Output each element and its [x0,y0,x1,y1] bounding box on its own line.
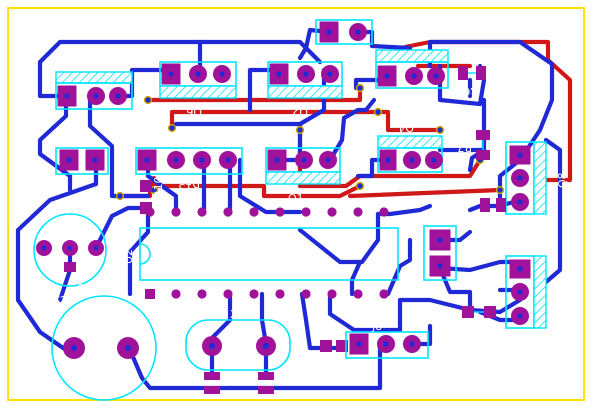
c5-label: C5 [53,293,68,306]
c3-c5-capacitor[interactable]: C3 C5 [33,213,107,306]
u2-pin [327,289,337,299]
jp1-label: JP1 [410,245,423,263]
u2-pin [223,207,233,217]
u2-pin [275,289,285,299]
u2-pin [223,289,233,299]
x1-crystal[interactable]: X1 [185,308,291,371]
u2-pin [301,207,311,217]
r12-resistor[interactable]: R12 [460,198,506,224]
u2-pin [145,207,155,217]
r10-label: R10 [152,176,165,198]
u2-pin [171,289,181,299]
u2-pin [197,289,207,299]
q1-label: Q1 [288,192,304,205]
r14-header[interactable]: 14 [315,19,373,63]
u2-pin [249,207,259,217]
c3-label: C3 [77,281,92,294]
plus-label: + [66,314,79,332]
q5-transistor[interactable]: Q5 [55,56,133,110]
r12-label: R12 [460,211,482,224]
q4-label: Q4 [398,121,414,134]
r8-label: R8 [456,322,471,335]
board-outline [7,7,585,401]
c6-label: C6 [219,372,232,387]
c4-capacitor[interactable]: C4 [55,147,109,218]
c6-capacitor[interactable]: C6 [204,372,232,394]
r11-label: R11 [308,361,330,374]
u2-pin [249,289,259,299]
u2-pin [275,207,285,217]
u2-label: U2 [122,249,135,264]
j8-header[interactable]: J8 [345,320,429,359]
r11-resistor[interactable]: R11 [308,340,348,374]
q6-transistor[interactable]: Q6 [159,61,237,118]
q7-label: Q7 [556,286,569,302]
u2-bottom-pins [145,289,389,299]
u2-pin [171,207,181,217]
u2-pin [327,207,337,217]
u2-pin [301,289,311,299]
r6-label: R6 [463,85,478,98]
q1-transistor[interactable]: Q1 [265,147,341,205]
r10-resistor[interactable]: R10 [140,176,165,214]
u2-pin [197,207,207,217]
q8-transistor[interactable]: Q8 [505,141,569,215]
r7-resistor[interactable]: R7 [457,130,490,160]
j8-label: J8 [371,320,382,333]
q5-label: Q5 [80,56,96,69]
q4-transistor[interactable]: Q4 [377,121,443,173]
jp1-jumper[interactable]: JP1 [410,225,457,281]
electrolytic-capacitor[interactable]: + [51,295,157,401]
r14-label: 14 [342,50,356,63]
u2-ic[interactable]: U2 [122,207,399,299]
c1-label: C1 [235,372,248,387]
u2-pin [353,207,363,217]
r6-resistor[interactable]: R6 [458,66,486,98]
u2-pin [145,289,155,299]
q2-transistor[interactable]: Q2 [267,61,343,118]
q8-label: Q8 [556,172,569,188]
r8-resistor[interactable]: R8 [456,306,496,335]
x1-label: X1 [230,308,245,321]
u2-pin [379,207,389,217]
r7-label: R7 [457,141,472,154]
q3-transistor[interactable]: Q3 [375,34,449,89]
q2-label: Q2 [292,105,308,118]
u2-pin [353,289,363,299]
r13-header[interactable]: R13 [135,147,243,194]
u2-top-pins [145,207,389,217]
q3-label: Q3 [398,34,414,47]
u2-pin [379,289,389,299]
q7-transistor[interactable]: Q7 [505,255,569,329]
q6-label: Q6 [186,105,202,118]
c1-capacitor[interactable]: C1 [235,372,274,394]
r13-label: R13 [178,181,200,194]
